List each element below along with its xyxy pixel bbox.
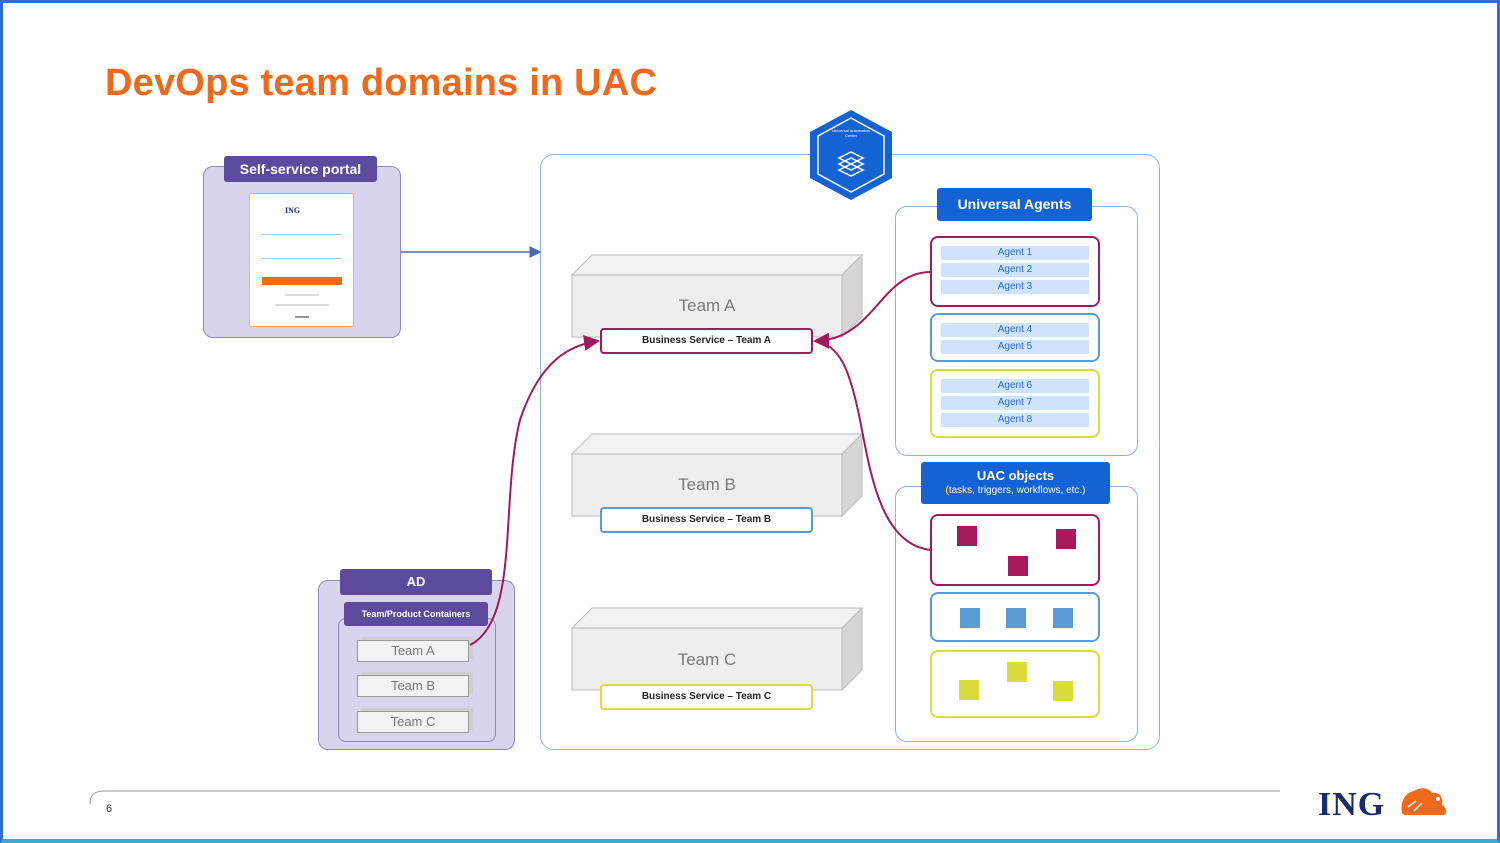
ad-team-c[interactable]: Team C [357, 711, 469, 733]
team-c-block [570, 606, 864, 692]
uac-object [1056, 529, 1076, 549]
agent-label: Agent 3 [941, 280, 1089, 294]
uac-object [959, 680, 979, 700]
uac-objects-subtitle: (tasks, triggers, workflows, etc.) [945, 485, 1086, 496]
uac-object [960, 608, 980, 628]
portal-login-logo: ING [285, 206, 301, 215]
business-service-team-b[interactable]: Business Service – Team B [600, 507, 813, 533]
uac-objects-group-1 [930, 514, 1100, 586]
portal-link-2[interactable] [275, 304, 329, 306]
agent-label: Agent 4 [941, 323, 1089, 337]
portal-footer [295, 316, 309, 318]
portal-username-field[interactable] [262, 234, 342, 235]
agent-group-1: Agent 1 Agent 2 Agent 3 [930, 236, 1100, 307]
agent-label: Agent 1 [941, 246, 1089, 260]
agent-label: Agent 5 [941, 340, 1089, 354]
uac-hexagon: Universal Automation Center [806, 108, 896, 202]
business-service-team-c[interactable]: Business Service – Team C [600, 684, 813, 710]
uac-object [1053, 681, 1073, 701]
team-blocks-graphic [570, 253, 864, 692]
uac-object [1008, 556, 1028, 576]
ad-team-b[interactable]: Team B [357, 675, 469, 697]
universal-agents-label: Universal Agents [937, 188, 1092, 221]
portal-password-field[interactable] [262, 258, 342, 259]
slide-title: DevOps team domains in UAC [105, 62, 658, 104]
ad-team-a[interactable]: Team A [357, 640, 469, 662]
portal-label: Self-service portal [224, 156, 377, 182]
uac-objects-group-2 [930, 592, 1100, 642]
ing-logo-text: ING [1318, 786, 1386, 823]
footer-line [89, 790, 1280, 805]
agent-label: Agent 8 [941, 413, 1089, 427]
agent-label: Agent 6 [941, 379, 1089, 393]
business-service-team-a[interactable]: Business Service – Team A [600, 328, 813, 354]
uac-object [957, 526, 977, 546]
agent-group-2: Agent 4 Agent 5 [930, 313, 1100, 362]
portal-login-button[interactable] [262, 277, 342, 285]
uac-label: Universal Automation Center [832, 128, 870, 138]
agent-group-3: Agent 6 Agent 7 Agent 8 [930, 369, 1100, 438]
team-b-title: Team B [678, 475, 736, 494]
uac-objects-group-3 [930, 650, 1100, 718]
portal-login-screen[interactable]: ING [249, 193, 354, 327]
portal-link-1[interactable] [285, 294, 319, 296]
ad-label: AD [340, 569, 492, 595]
page-number: 6 [106, 803, 113, 815]
ad-containers-label: Team/Product Containers [344, 602, 488, 626]
agent-label: Agent 7 [941, 396, 1089, 410]
agent-label: Agent 2 [941, 263, 1089, 277]
uac-object [1053, 608, 1073, 628]
team-a-title: Team A [678, 296, 736, 315]
uac-objects-label: UAC objects (tasks, triggers, workflows,… [921, 462, 1110, 504]
uac-logo-icon [810, 110, 892, 200]
lion-icon [1401, 788, 1446, 815]
team-c-title: Team C [677, 650, 737, 669]
uac-objects-title: UAC objects [976, 468, 1055, 483]
uac-object [1007, 662, 1027, 682]
ing-logo: ING [1318, 783, 1450, 824]
uac-object [1006, 608, 1026, 628]
